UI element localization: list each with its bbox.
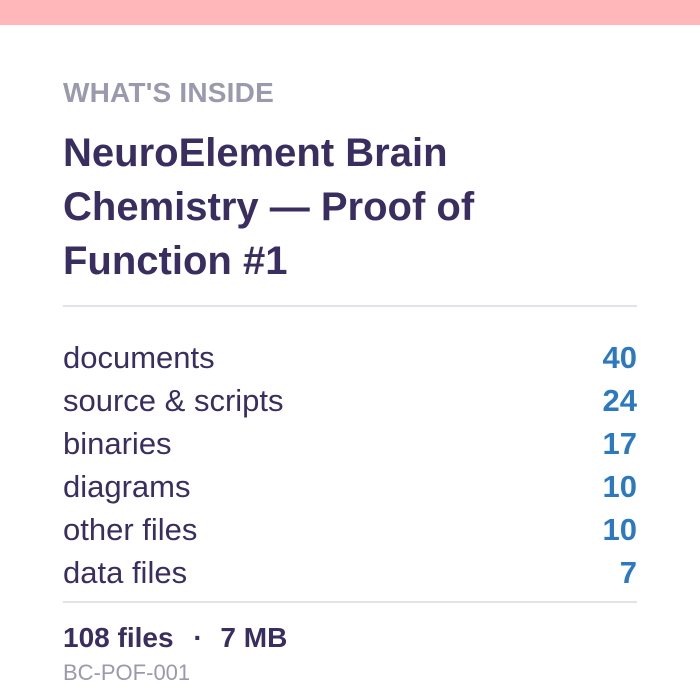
stat-row-data-files: data files 7 [63, 551, 637, 594]
stat-label: other files [63, 512, 198, 547]
stat-row-other-files: other files 10 [63, 508, 637, 551]
stat-value: 24 [602, 383, 637, 418]
stat-row-diagrams: diagrams 10 [63, 465, 637, 508]
stat-label: binaries [63, 426, 172, 461]
stat-label: source & scripts [63, 383, 284, 418]
accent-top-bar [0, 0, 700, 25]
totals-summary: 108 files · 7 MB [63, 621, 287, 655]
bottom-divider [63, 601, 637, 603]
file-count-list: documents 40 source & scripts 24 binarie… [63, 336, 637, 594]
top-divider [63, 305, 637, 307]
package-code: BC-POF-001 [63, 660, 191, 685]
stat-label: data files [63, 555, 188, 590]
separator-dot: · [193, 622, 203, 653]
total-files: 108 files [63, 622, 174, 653]
section-eyebrow: WHAT'S INSIDE [63, 77, 274, 108]
package-title: NeuroElement Brain Chemistry — Proof of … [63, 131, 475, 283]
total-size: 7 MB [220, 622, 288, 653]
stat-label: documents [63, 340, 215, 375]
stat-row-source-scripts: source & scripts 24 [63, 379, 637, 422]
stat-value: 10 [602, 469, 637, 504]
stat-value: 17 [602, 426, 637, 461]
stat-label: diagrams [63, 469, 191, 504]
stat-value: 40 [602, 340, 637, 375]
stat-row-documents: documents 40 [63, 336, 637, 379]
stat-value: 10 [602, 512, 637, 547]
stat-value: 7 [619, 555, 637, 590]
stat-row-binaries: binaries 17 [63, 422, 637, 465]
